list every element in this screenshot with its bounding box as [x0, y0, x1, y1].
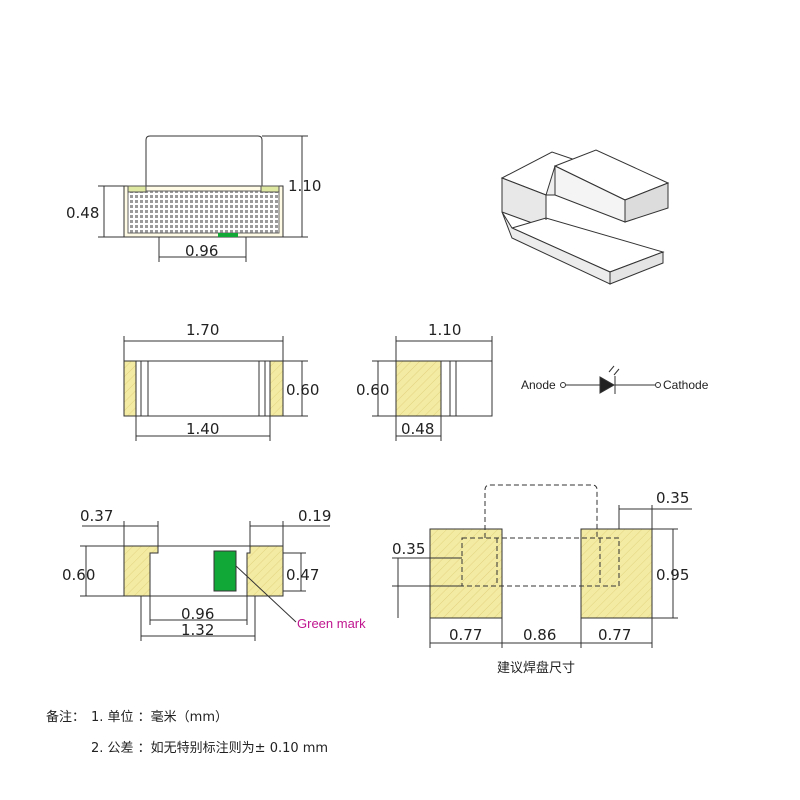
green-mark [213, 550, 237, 592]
component-outline [461, 537, 620, 587]
pad-layout-caption: 建议焊盘尺寸 [497, 660, 575, 676]
cathode-label: Cathode [663, 378, 709, 392]
dim-bottom-outer: 1.32 [181, 621, 214, 639]
bottom-view [80, 521, 330, 641]
note-tolerance: 2. 公差 ：如无特别标注则为± 0.10 mm [91, 741, 329, 756]
dim-pad-gap: 0.86 [523, 626, 556, 644]
dim-end-pad: 0.48 [401, 420, 434, 438]
dim-pad-side: 0.35 [392, 540, 425, 558]
dim-pad-width-left: 0.77 [449, 626, 482, 644]
top-view [98, 135, 308, 262]
dim-top-height: 1.10 [288, 177, 321, 195]
pad-layout [392, 484, 692, 648]
dim-bottom-inner: 0.96 [181, 605, 214, 623]
land-pad-left [429, 528, 503, 619]
land-pad-right [580, 528, 653, 619]
dim-end-height: 0.60 [356, 381, 389, 399]
dim-end-width: 1.10 [428, 321, 461, 339]
dim-top-width: 0.96 [185, 242, 218, 260]
dim-top-dome-height: 0.48 [66, 204, 99, 222]
green-mark-label: Green mark [297, 616, 366, 631]
led-symbol [560, 365, 661, 394]
dim-pad-height: 0.95 [656, 566, 689, 584]
bottom-pad-right [246, 545, 284, 597]
dim-side-length: 1.70 [186, 321, 219, 339]
end-pad [395, 360, 442, 417]
isometric-view [500, 149, 670, 285]
note-unit: 1. 单位 ：毫米（mm） [91, 710, 228, 725]
dim-bottom-pad-left: 0.37 [80, 507, 113, 525]
dim-pad-top: 0.35 [656, 489, 689, 507]
dim-bottom-height: 0.60 [62, 566, 95, 584]
dim-bottom-pad-right: 0.19 [298, 507, 331, 525]
anode-label: Anode [521, 378, 556, 392]
lens-grid [127, 190, 280, 234]
dim-bottom-mark-height: 0.47 [286, 566, 319, 584]
end-view [372, 336, 493, 441]
top-green-mark [218, 233, 238, 237]
light-ray-icon [608, 365, 615, 373]
dim-pad-width-right: 0.77 [598, 626, 631, 644]
dim-side-inner: 1.40 [186, 420, 219, 438]
dome-outline [145, 135, 263, 186]
side-view [123, 336, 308, 441]
dim-side-height: 0.60 [286, 381, 319, 399]
notes-prefix: 备注： [46, 710, 86, 725]
